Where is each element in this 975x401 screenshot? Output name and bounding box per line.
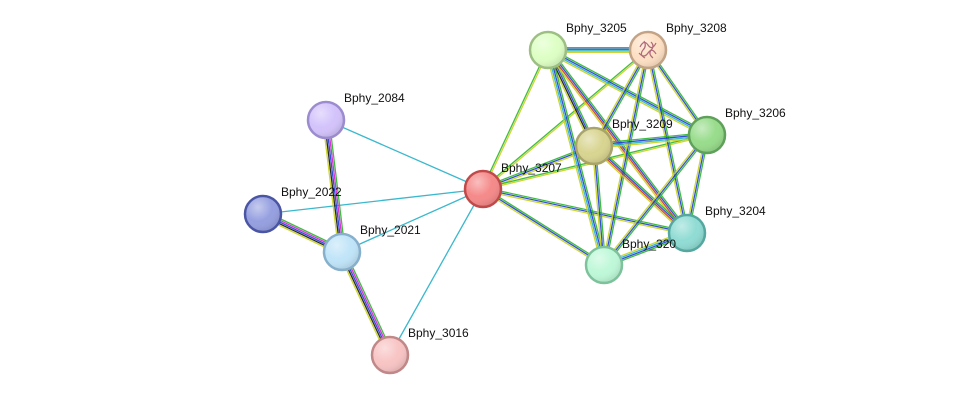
edge-evidence-line <box>591 147 686 236</box>
edge-evidence-line <box>545 50 603 266</box>
node-label: Bphy_3206 <box>725 106 786 120</box>
node-label: Bphy_320 <box>622 237 676 251</box>
node-bphy-2021[interactable]: Bphy_2021 <box>322 223 421 272</box>
node-shine <box>373 338 407 372</box>
node-shine <box>246 197 280 231</box>
edge-evidence-line <box>482 188 688 234</box>
edge-evidence-line <box>482 189 687 236</box>
node-bphy-3206[interactable]: Bphy_3206 <box>687 106 786 155</box>
edge-Bphy_3207-Bphy_3204[interactable] <box>482 186 688 236</box>
node-shine <box>531 33 565 67</box>
edge-evidence-line <box>601 49 648 265</box>
edge-Bphy_3207-Bphy_3205[interactable] <box>481 49 550 190</box>
node-bphy-2022[interactable]: Bphy_2022 <box>243 185 342 234</box>
node-label: Bphy_2084 <box>344 91 405 105</box>
edge-evidence-line <box>548 47 709 134</box>
node-bphy-3016[interactable]: Bphy_3016 <box>370 326 469 375</box>
edge-evidence-line <box>482 188 605 266</box>
edge-evidence-line <box>604 135 709 267</box>
edge-evidence-line <box>341 188 484 253</box>
edge-Bphy_3205-Bphy_3206[interactable] <box>546 47 709 138</box>
node-bphy-3208[interactable]: Bphy_3208 <box>628 21 727 70</box>
node-shine <box>309 103 343 137</box>
edge-evidence-line <box>602 133 707 265</box>
node-shine <box>587 248 621 282</box>
edge-evidence-line <box>604 50 651 266</box>
edge-evidence-line <box>328 119 346 252</box>
edge-evidence-line <box>593 145 605 266</box>
node-bphy-3204[interactable]: Bphy_3204 <box>667 204 766 253</box>
edge-evidence-line <box>603 134 708 266</box>
edge-Bphy_3207-Bphy_2022[interactable] <box>262 188 484 215</box>
node-bphy-3203[interactable]: Bphy_320 <box>584 237 676 285</box>
protein-structure-icon <box>638 40 657 59</box>
edge-Bphy_3209-Bphy_3204[interactable] <box>591 143 690 236</box>
edge-evidence-line <box>481 189 604 267</box>
edge-evidence-line <box>546 50 604 266</box>
node-bphy-3209[interactable]: Bphy_3209 <box>574 117 673 166</box>
node-shine <box>670 216 704 250</box>
structure-strand <box>649 41 654 59</box>
structure-strand <box>640 40 646 59</box>
edge-evidence-line <box>325 119 343 253</box>
edge-evidence-line <box>326 119 345 252</box>
node-shine <box>577 129 611 163</box>
edge-Bphy_3208-Bphy_3203[interactable] <box>601 49 651 266</box>
node-bphy-3205[interactable]: Bphy_3205 <box>528 21 627 70</box>
edge-evidence-line <box>262 188 484 215</box>
edge-evidence-line <box>483 50 550 190</box>
node-shine <box>631 33 665 67</box>
node-bphy-3207[interactable]: Bphy_3207 <box>463 161 562 209</box>
edge-evidence-line <box>547 50 707 137</box>
edge-evidence-line <box>591 146 604 266</box>
edge-Bphy_3209-Bphy_3203[interactable] <box>591 145 607 266</box>
edge-Bphy_3207-Bphy_2084[interactable] <box>325 119 484 190</box>
edge-evidence-line <box>595 143 690 232</box>
node-bphy-2084[interactable]: Bphy_2084 <box>306 91 405 140</box>
edge-evidence-line <box>548 49 606 265</box>
node-label: Bphy_3207 <box>501 161 562 175</box>
node-shine <box>325 235 359 269</box>
structure-strand <box>639 41 657 49</box>
edge-evidence-line <box>603 49 649 266</box>
node-shine <box>466 172 500 206</box>
node-shine <box>690 118 724 152</box>
node-label: Bphy_3016 <box>408 326 469 340</box>
edge-evidence-line <box>322 120 340 253</box>
edge-evidence-line <box>325 119 484 190</box>
node-label: Bphy_3205 <box>566 21 627 35</box>
edge-evidence-line <box>593 146 687 235</box>
edge-evidence-line <box>481 49 548 189</box>
edge-evidence-line <box>594 145 607 265</box>
node-label: Bphy_3209 <box>612 117 673 131</box>
node-label: Bphy_2021 <box>360 223 421 237</box>
edge-evidence-line <box>546 51 707 138</box>
edge-evidence-line <box>323 120 342 253</box>
edge-Bphy_3207-Bphy_2021[interactable] <box>341 188 484 253</box>
edge-Bphy_2084-Bphy_2021[interactable] <box>322 119 346 253</box>
node-label: Bphy_2022 <box>281 185 342 199</box>
edge-evidence-line <box>549 48 690 232</box>
node-label: Bphy_3204 <box>705 204 766 218</box>
edge-evidence-line <box>483 186 688 233</box>
edge-evidence-line <box>483 187 606 265</box>
edge-Bphy_3207-Bphy_3203[interactable] <box>481 187 606 267</box>
edge-Bphy_3207-Bphy_3016[interactable] <box>389 188 484 356</box>
edge-evidence-line <box>594 144 688 233</box>
edge-evidence-line <box>389 188 484 356</box>
edge-Bphy_3206-Bphy_3203[interactable] <box>602 133 709 267</box>
node-label: Bphy_3208 <box>666 21 727 35</box>
edge-evidence-line <box>548 48 708 135</box>
